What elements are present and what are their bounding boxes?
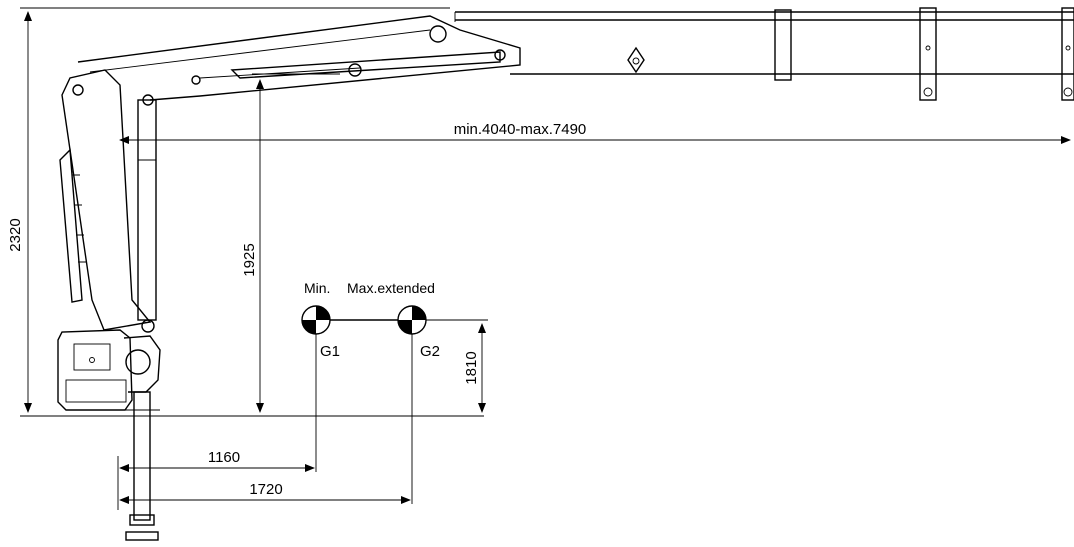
cog-min-label: Min. [304,280,330,296]
cog-g1-label: G1 [320,343,340,360]
cog-g2-label: G2 [420,343,440,360]
dim-height-total-label: 2320 [7,218,24,251]
hook-symbol-icon [627,46,645,74]
dim-height-total: 2320 [7,7,450,413]
crane-base [57,329,161,411]
stabilizer-leg [125,391,159,541]
cog-g1-icon [301,305,331,335]
crane-column [59,69,157,333]
dim-height-pivot-label: 1925 [241,243,258,276]
dim-height-pivot: 1925 [241,73,340,413]
dim-reach-label: min.4040-max.7490 [454,121,587,138]
outer-boom [454,7,1074,101]
dim-cog-max-distance-label: 1720 [249,481,282,498]
dim-cog-min-distance: 1160 [117,449,315,510]
main-boom [77,15,521,101]
dim-cog-min-distance-label: 1160 [208,449,240,466]
cog-g2-icon [397,305,427,335]
dim-cog-height-label: 1810 [463,351,480,384]
cog-markers: Min. Max.extended G1 G2 [301,280,440,504]
dim-reach: min.4040-max.7490 [119,121,1071,144]
cog-max-label: Max.extended [347,280,435,296]
dim-cog-height: 1810 [426,319,488,413]
dim-cog-max-distance: 1720 [119,481,411,504]
